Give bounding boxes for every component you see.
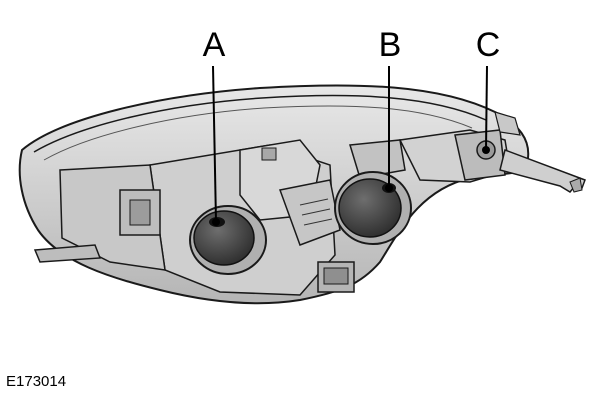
callout-leader-lines [212,65,490,226]
leader-dot-b [385,184,393,192]
leader-line-c [485,65,488,151]
leader-dot-c [482,146,490,154]
leader-dot-a [212,218,220,226]
headlamp-housing [18,84,586,305]
callout-label-b: B [379,26,402,64]
callout-label-c: C [476,26,501,64]
figure-reference-code: E173014 [6,373,67,390]
bulb-cover-cap-a [189,205,267,275]
bulb-cover-cap-b [334,171,412,245]
leader-line-a [212,65,217,223]
callout-label-a: A [203,26,226,64]
